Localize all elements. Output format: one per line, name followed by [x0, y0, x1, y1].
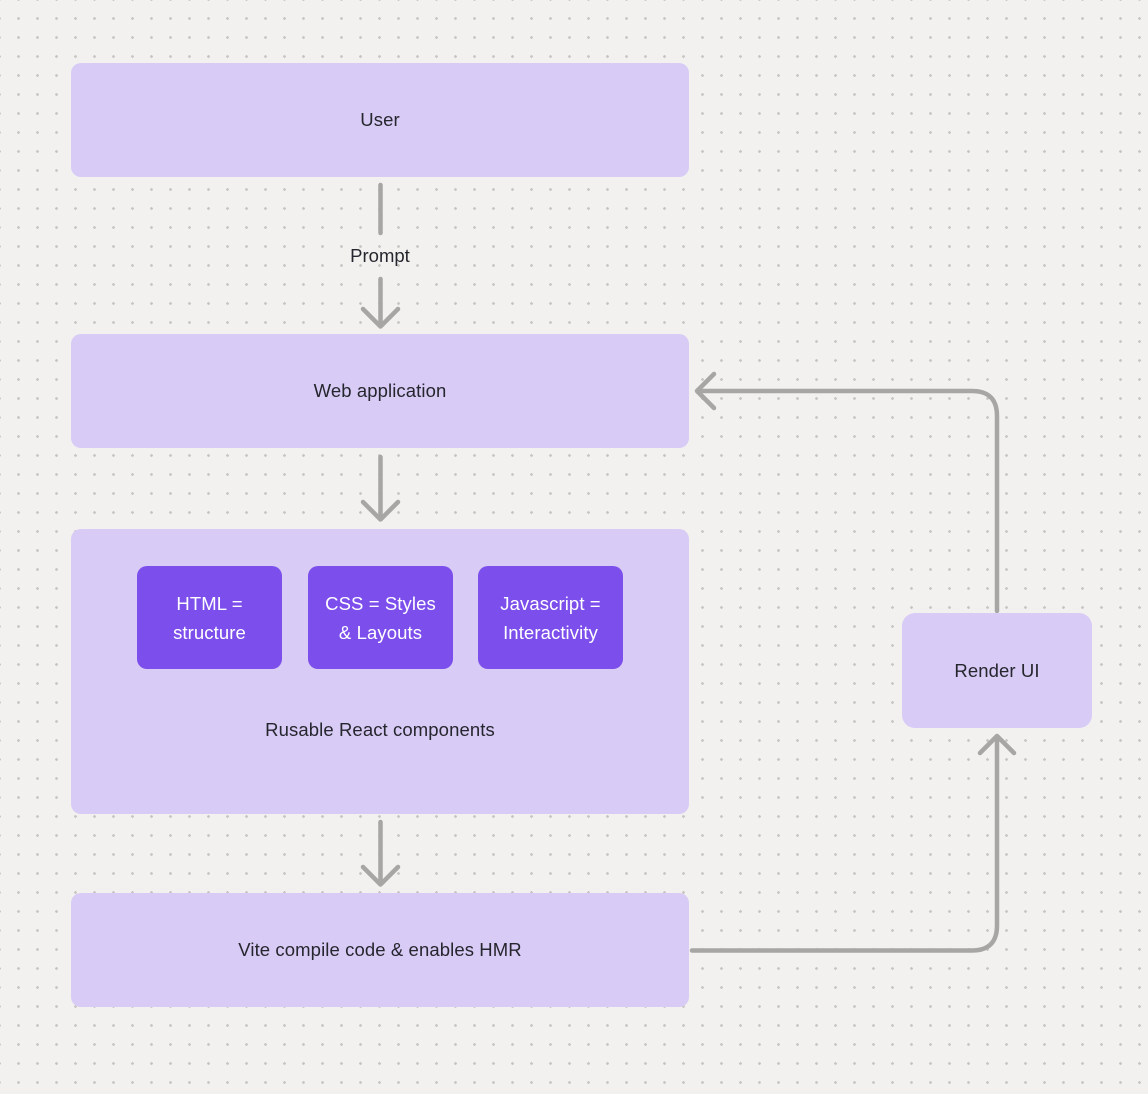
edge-label-prompt-text: Prompt [350, 245, 410, 266]
node-user[interactable]: User [71, 63, 689, 177]
edge-web-to-components-arrowhead-icon [360, 499, 401, 522]
node-render-ui[interactable]: Render UI [902, 613, 1092, 728]
node-vite[interactable]: Vite compile code & enables HMR [71, 893, 689, 1007]
node-vite-label: Vite compile code & enables HMR [238, 939, 522, 960]
node-render-ui-label: Render UI [954, 659, 1040, 681]
edge-render-to-web-arrowhead-icon [694, 371, 717, 411]
edge-user-to-web-arrowhead-icon [360, 306, 401, 329]
edge-render-to-web-stem [698, 388, 1000, 614]
edge-vite-to-render-stem [689, 737, 1000, 953]
chip-html-label: HTML = structure [173, 592, 246, 643]
chip-css[interactable]: CSS = Styles & Layouts [308, 566, 453, 669]
edge-components-to-vite-arrowhead-icon [360, 864, 401, 887]
node-components-group[interactable]: HTML = structure CSS = Styles & Layouts … [71, 529, 689, 814]
chip-javascript-label: Javascript = Interactivity [500, 592, 601, 643]
edge-vite-to-render-arrowhead-icon [977, 733, 1017, 756]
edge-label-prompt[interactable]: Prompt [71, 245, 689, 267]
node-web-application-label: Web application [313, 380, 447, 401]
node-web-application[interactable]: Web application [71, 334, 689, 448]
node-user-label: User [360, 109, 400, 130]
chip-javascript[interactable]: Javascript = Interactivity [478, 566, 623, 669]
chip-html[interactable]: HTML = structure [137, 566, 282, 669]
components-group-caption[interactable]: Rusable React components [265, 719, 495, 740]
chip-css-label: CSS = Styles & Layouts [325, 592, 436, 643]
